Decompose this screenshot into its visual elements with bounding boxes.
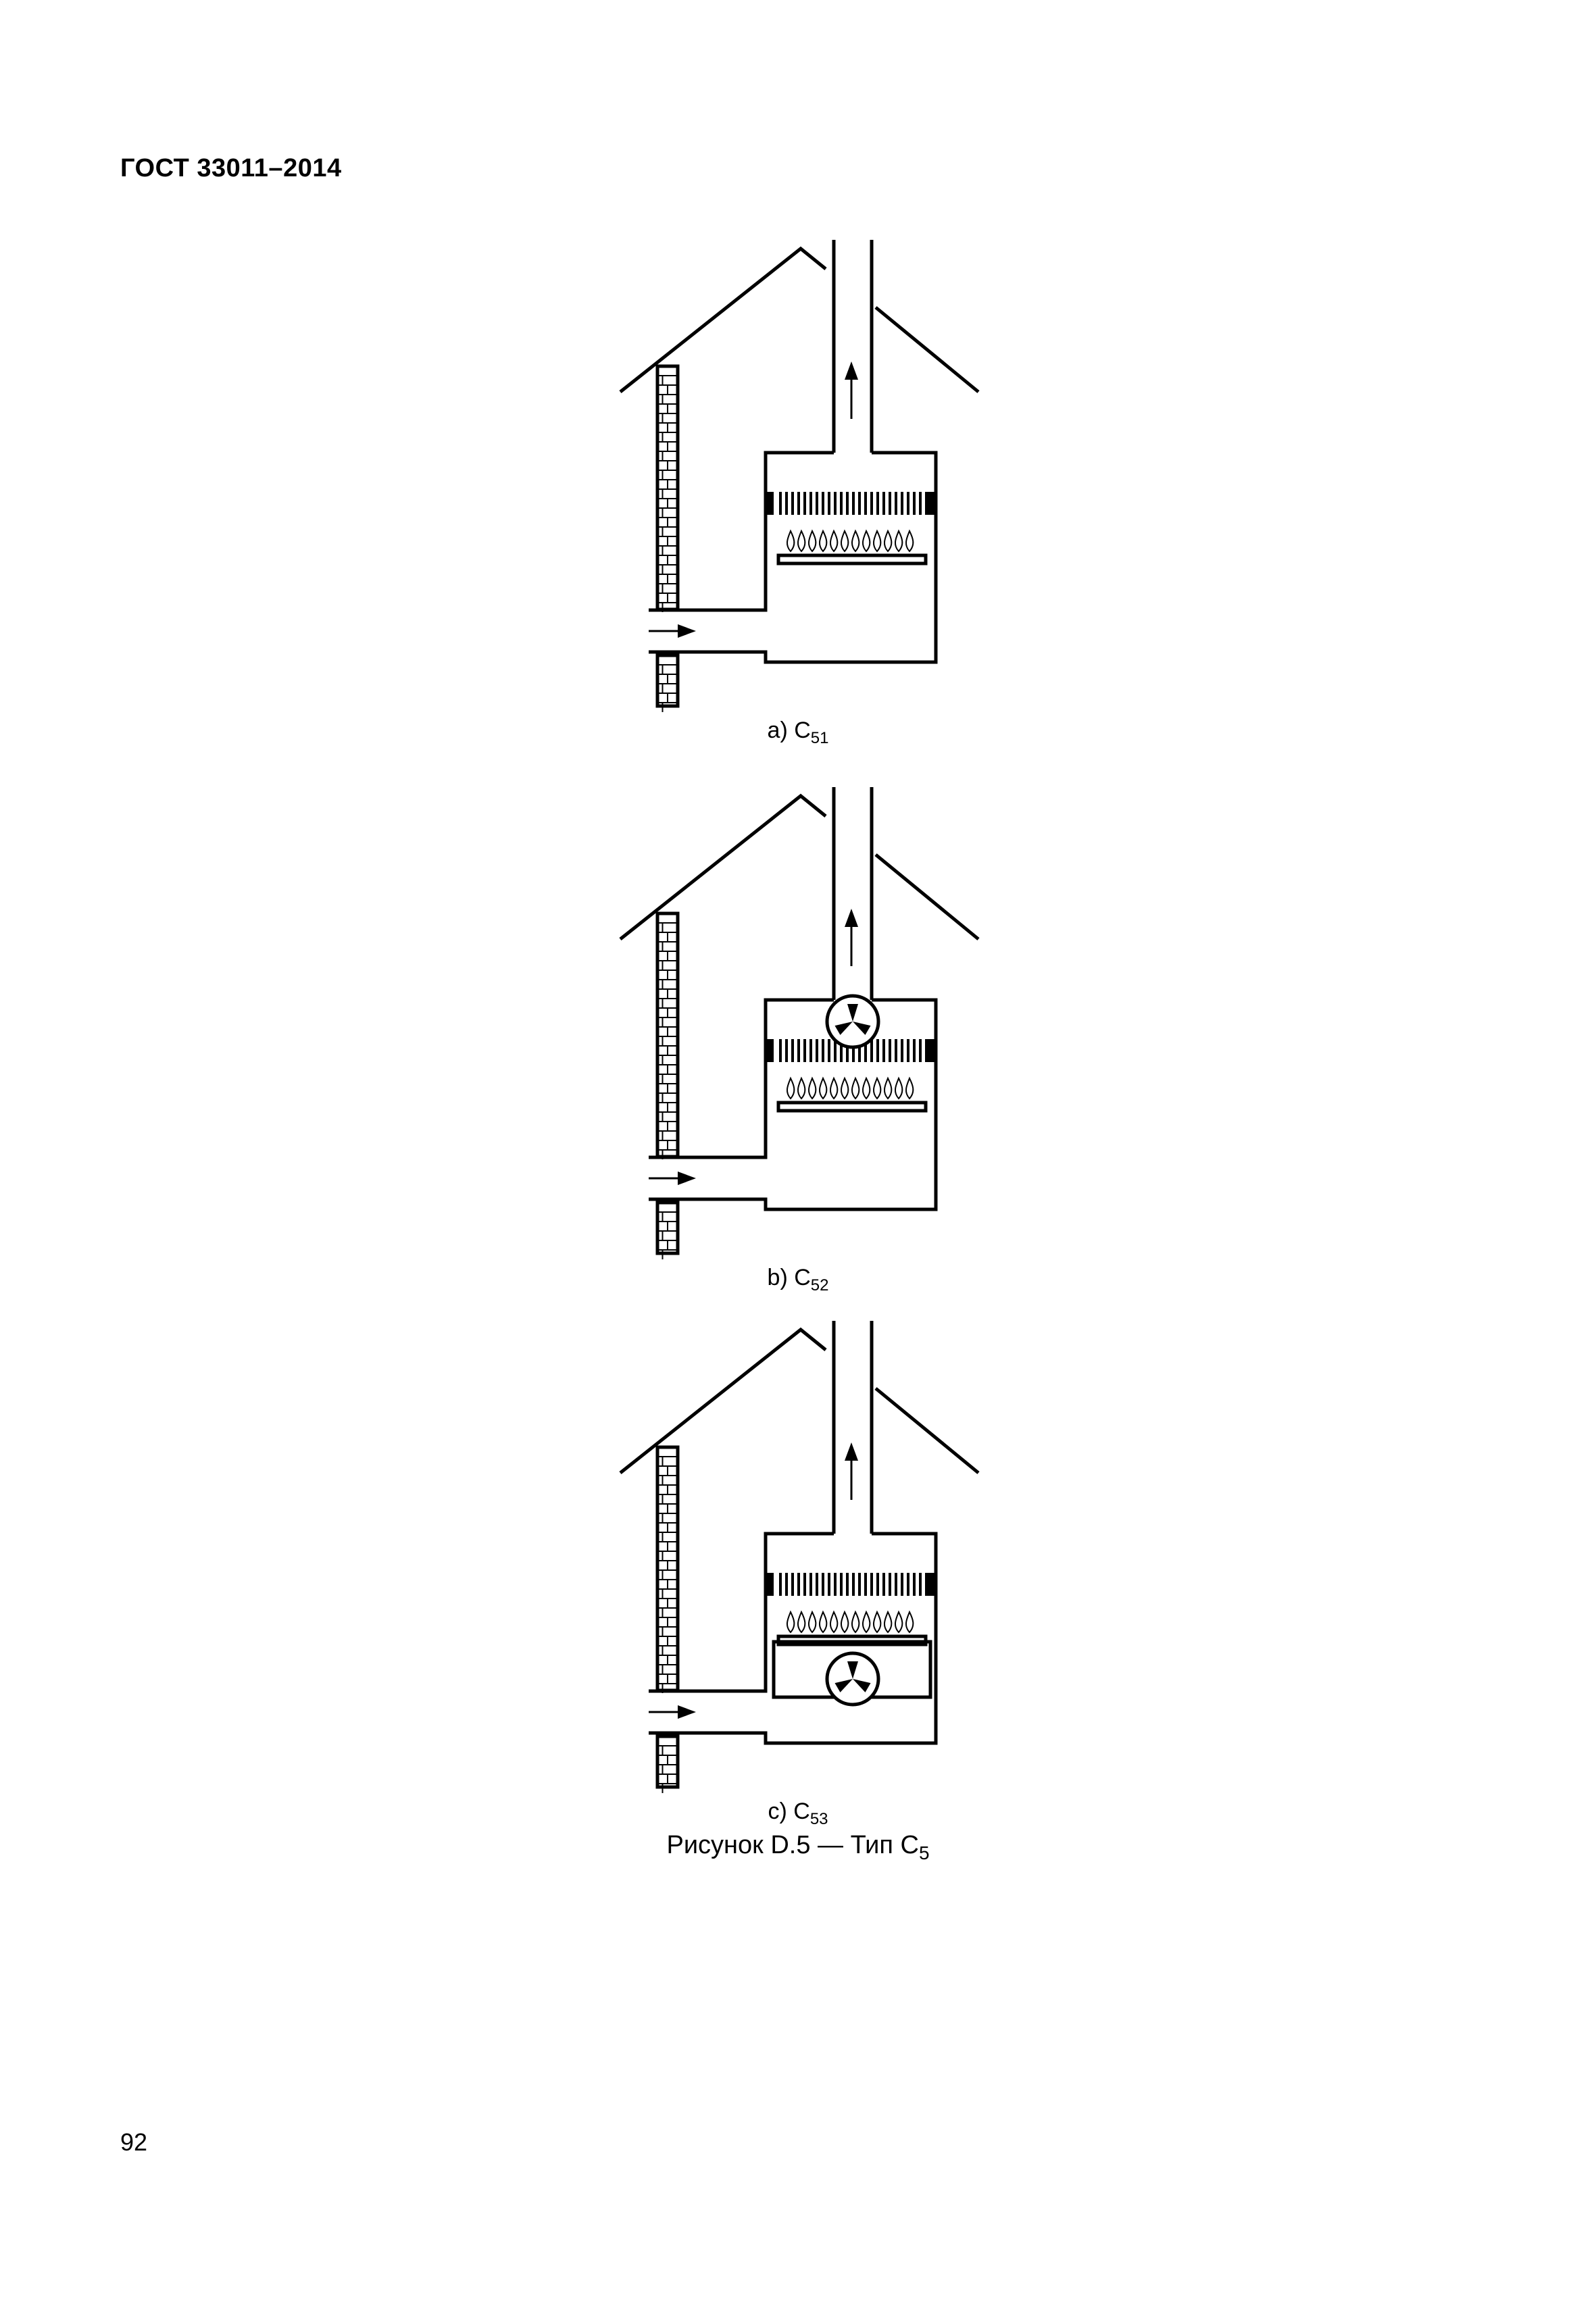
caption-b: b) C52 [0,1265,1596,1294]
roof-right [874,306,980,393]
arrow-up-icon [845,361,858,419]
appliance-top-left [649,998,834,1159]
appliance-body [649,1532,938,1745]
appliance-top-left [649,451,834,612]
diagram-lines [619,787,980,1211]
heat-exchanger [766,1573,936,1596]
brick-wall-courses [657,1211,678,1259]
diagram-c51 [619,240,980,712]
arrow-up-icon [845,909,858,966]
caption-b-label: b) C [767,1265,811,1290]
caption-b-subscript: 52 [810,1276,829,1294]
figure-title-text: Рисунок D.5 — Тип C [666,1831,919,1859]
brick-wall-courses [657,1456,678,1693]
roof-right [874,853,980,940]
diagram-lines [619,240,980,664]
heat-exchanger [766,1039,936,1062]
arrow-right-icon [649,1705,696,1719]
caption-a-subscript: 51 [810,729,829,747]
brick-wall-icon [655,364,680,712]
flame-icon [786,1610,914,1634]
roof-left [619,1327,827,1474]
roof-left [619,793,827,940]
caption-c-subscript: 53 [809,1810,828,1828]
figure-title-subscript: 5 [918,1842,930,1863]
roof-left [619,246,827,393]
burner-plate [776,1101,928,1113]
roof-right [874,1387,980,1474]
fan-icon [825,1651,880,1707]
caption-a-label: a) C [767,718,811,743]
brick-wall-icon [655,911,680,1259]
brick-wall-courses [657,922,678,1159]
brick-wall-outline [655,364,680,611]
page-number: 92 [120,2128,148,2156]
arrow-right-icon [649,624,696,638]
caption-c-label: c) C [768,1799,810,1824]
caption-a: a) C51 [0,718,1596,747]
brick-wall-icon [655,1445,680,1793]
burner-plate [776,553,928,565]
document-header: ГОСТ 33011–2014 [120,154,342,182]
diagram-c52 [619,787,980,1259]
figure-title: Рисунок D.5 — Тип C5 [0,1831,1596,1863]
flame-icon [786,1076,914,1100]
fan-icon [825,994,880,1049]
caption-c: c) C53 [0,1799,1596,1828]
heat-exchanger [766,492,936,515]
brick-wall-courses [657,664,678,712]
flame-icon [786,529,914,553]
brick-wall-courses [657,1745,678,1793]
diagram-lines [619,1321,980,1745]
appliance-body [649,998,938,1211]
appliance-top-left [649,1532,834,1693]
arrow-up-icon [845,1442,858,1500]
appliance-body [649,451,938,664]
diagram-c53 [619,1321,980,1793]
brick-wall-courses [657,375,678,612]
arrow-right-icon [649,1172,696,1185]
